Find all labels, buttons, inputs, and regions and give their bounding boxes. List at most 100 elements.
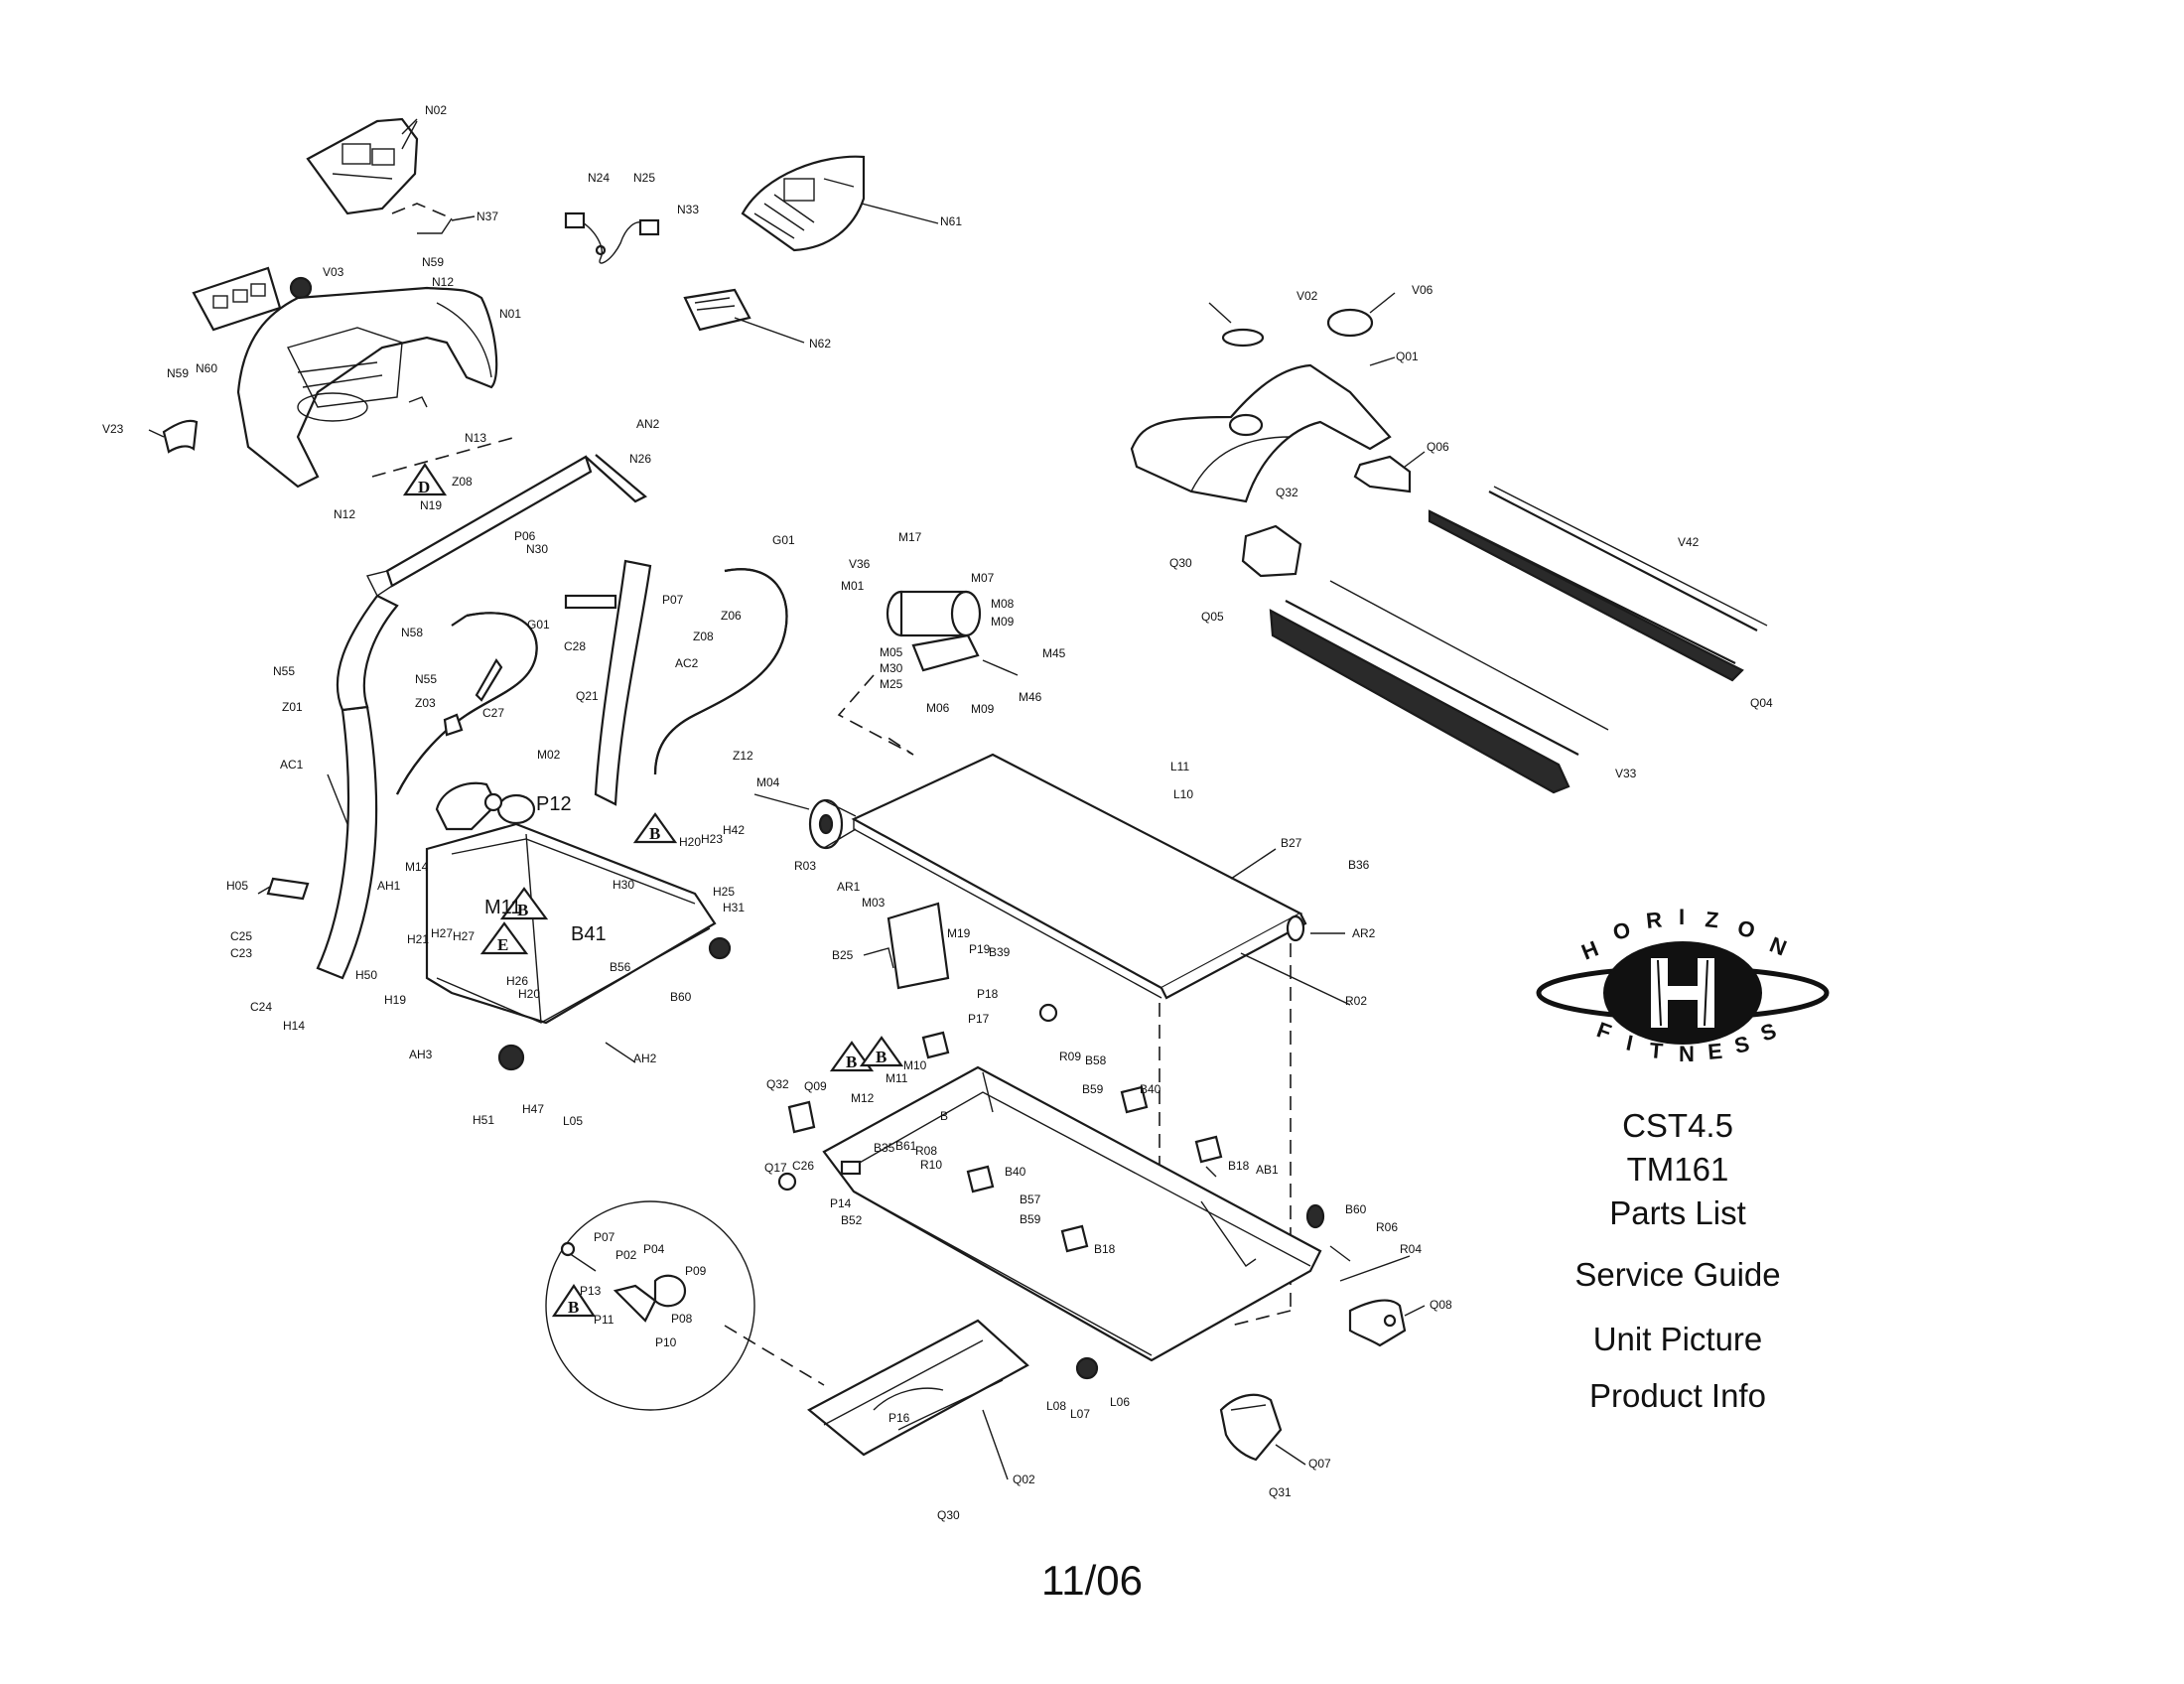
callout-m19: M19 [947,926,971,940]
callout-p08: P08 [671,1312,693,1326]
parts-list-link[interactable]: Parts List [1609,1194,1746,1231]
part-callouts: N02 N37 N59 N24 N25 N33 N61 V03 N12 N01 … [102,103,1773,1522]
callout-ar1: AR1 [837,880,861,894]
menu-service-guide[interactable]: Service Guide [1549,1256,1807,1294]
callout-h42: H42 [723,823,745,837]
callout-m10: M10 [903,1058,927,1072]
base-frame-ah1 [425,822,717,1025]
menu-product-info[interactable]: Product Info [1549,1377,1807,1415]
svg-text:B: B [846,1052,857,1071]
callout-h05: H05 [226,879,248,893]
callout-p07-b: P07 [594,1230,615,1244]
wire-harness-n25 [564,211,660,264]
unit-picture-link[interactable]: Unit Picture [1592,1321,1763,1357]
upright-left-ac1 [316,594,399,980]
callout-q30-b: Q30 [937,1508,960,1522]
callout-h27: H27 [431,926,453,940]
callout-b35: B35 [874,1141,895,1155]
callout-b57: B57 [1020,1193,1041,1206]
circuit-board-detail [545,1200,755,1411]
model-name: CST4.5 [1622,1107,1733,1144]
callout-h30: H30 [613,878,634,892]
callout-b40: B40 [1140,1082,1161,1096]
callout-q02: Q02 [1013,1473,1035,1486]
callout-b58: B58 [1085,1053,1107,1067]
motor-bracket-m03 [863,902,950,990]
callout-z01: Z01 [282,700,303,714]
menu-unit-picture[interactable]: Unit Picture [1549,1321,1807,1358]
callout-c28: C28 [564,639,586,653]
symbol-triangle-b-4: B [859,1036,904,1067]
callout-b: B [940,1109,948,1123]
display-board-n62 [683,288,751,332]
callout-p09: P09 [685,1264,707,1278]
callout-b61: B61 [895,1139,917,1153]
callout-b39: B39 [989,945,1011,959]
callout-n33: N33 [677,203,699,216]
callout-h51: H51 [473,1113,494,1127]
callout-b59: B59 [1082,1082,1104,1096]
callout-b18: B18 [1228,1159,1250,1173]
callout-h31: H31 [723,901,745,914]
callout-n02: N02 [425,103,447,117]
svg-text:S: S [1757,1018,1779,1047]
callout-c24: C24 [250,1000,272,1014]
callout-b60-b: B60 [1345,1202,1367,1216]
callout-m07: M07 [971,571,995,585]
callout-q08: Q08 [1430,1298,1452,1312]
callout-n24: N24 [588,171,610,185]
svg-text:E: E [497,935,508,954]
callout-n58: N58 [401,626,423,639]
callout-h14: H14 [283,1019,305,1033]
service-guide-link[interactable]: Service Guide [1574,1256,1781,1293]
callout-m11-b: M11 [886,1071,908,1085]
svg-text:F: F [1593,1017,1614,1045]
callout-m03: M03 [862,896,886,910]
callout-z06: Z06 [721,609,742,623]
model-title: CST4.5 TM161 [1549,1104,1807,1192]
svg-text:B: B [876,1048,887,1066]
callout-q04: Q04 [1750,696,1773,710]
svg-text:S: S [1732,1031,1752,1058]
symbol-triangle-b-1: B [499,887,549,920]
rear-roller-r02 [1286,914,1305,942]
callout-b40-b: B40 [1005,1165,1026,1179]
callout-c25: C25 [230,929,252,943]
callout-b56: B56 [610,960,631,974]
callout-p18: P18 [977,987,999,1001]
callout-h20: H20 [679,835,701,849]
menu-parts-list[interactable]: Parts List [1549,1194,1807,1232]
svg-text:I: I [1679,905,1685,929]
callout-b52: B52 [841,1213,863,1227]
callout-z12: Z12 [733,749,753,763]
callout-m01: M01 [841,579,865,593]
svg-text:D: D [418,478,430,496]
callout-n12-b: N12 [334,507,355,521]
callout-m09-b: M09 [971,702,995,716]
svg-text:B: B [649,824,660,843]
callout-n26: N26 [629,452,651,466]
callout-m45: M45 [1042,646,1066,660]
callout-p02: P02 [615,1248,637,1262]
callout-v33: V33 [1615,767,1637,780]
callout-h26: H26 [506,974,528,988]
callout-v36: V36 [849,557,871,571]
product-info-link[interactable]: Product Info [1589,1377,1766,1414]
callout-m30: M30 [880,661,903,675]
end-cap-q08 [1348,1299,1407,1347]
callout-p16: P16 [888,1411,910,1425]
callout-g01-b: G01 [527,618,550,632]
callout-m09: M09 [991,615,1015,629]
callout-g01: G01 [772,533,795,547]
page-date: 11/06 [1041,1557,1143,1604]
callout-n55-b: N55 [415,672,437,686]
leader-lines [148,118,1426,1480]
callout-q01: Q01 [1396,350,1419,363]
callout-m12: M12 [851,1091,875,1105]
callout-l07: L07 [1070,1407,1090,1421]
side-rail-v42 [1428,486,1768,682]
callout-h20-b: H20 [518,987,540,1001]
callout-p12: P12 [536,793,572,815]
callout-n62: N62 [809,337,831,351]
handlebar-g01-left [396,612,538,795]
